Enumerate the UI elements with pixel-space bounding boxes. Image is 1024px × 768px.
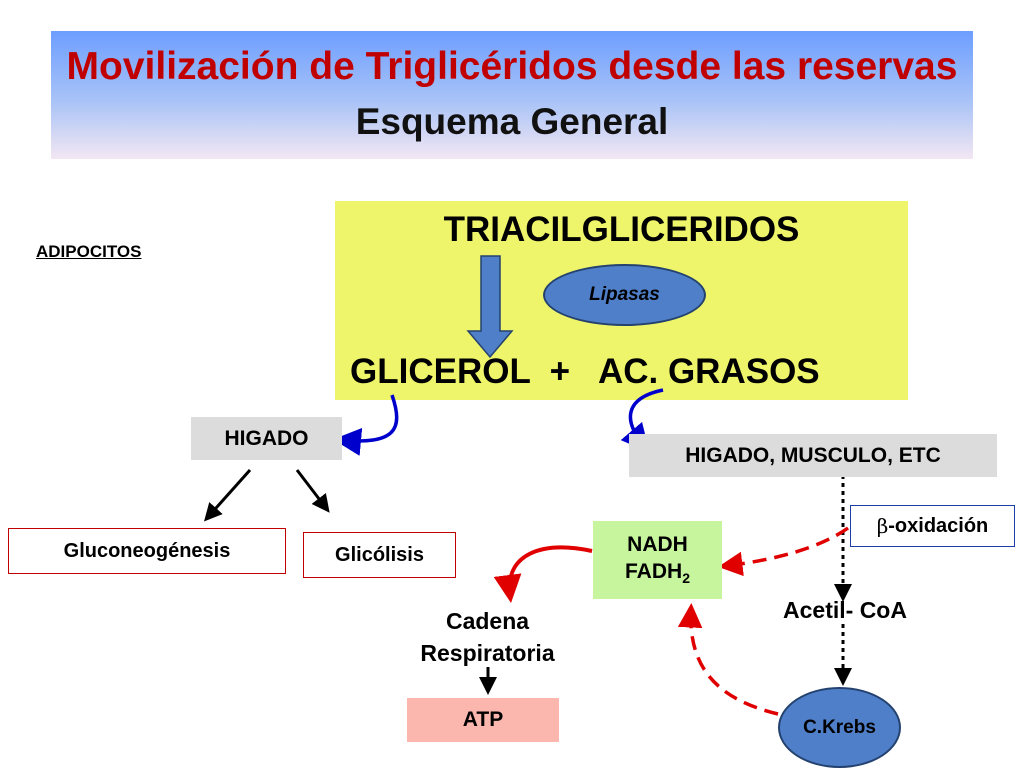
- betaox-to-nadh-arrow: [718, 526, 850, 577]
- higado-to-gluconeo-arrow: [204, 469, 252, 522]
- cadena-text: Cadena: [445, 608, 530, 634]
- higado-box: HIGADO: [191, 417, 342, 460]
- higado-musculo-box: HIGADO, MUSCULO, ETC: [629, 434, 997, 477]
- acetil-coa-label: Acetil- CoA: [783, 597, 907, 623]
- lipolysis-block-arrow: [466, 255, 514, 359]
- glicolisis-box: Glicólisis: [303, 532, 456, 578]
- cadena-respiratoria-label: Cadena Respiratoria: [405, 605, 570, 669]
- krebs-to-nadh-arrow: [677, 603, 779, 716]
- triacilgliceridos-label: TRIACILGLICERIDOS: [443, 210, 800, 249]
- page-subtitle: Esquema General: [355, 101, 669, 142]
- adipocitos-label: ADIPOCITOS: [36, 242, 142, 261]
- nadh-fadh2-box: NADH FADH2: [593, 521, 722, 599]
- beta-symbol: β: [876, 514, 889, 538]
- glicerol-acidos-label: GLICEROL + AC. GRASOS: [350, 352, 820, 391]
- title-banner: Movilización de Triglicéridos desde las …: [51, 31, 973, 159]
- fadh2-label: FADH2: [625, 560, 690, 587]
- nadh-to-cadena-arrow: [493, 545, 593, 603]
- beta-oxidacion-label: -oxidación: [888, 514, 989, 537]
- gluconeogenesis-box: Gluconeogénesis: [8, 528, 286, 574]
- nadh-label: NADH: [627, 533, 688, 556]
- page-title: Movilización de Triglicéridos desde las …: [66, 45, 958, 88]
- atp-box: ATP: [407, 698, 559, 742]
- glycerol-to-liver-arrow: [333, 394, 399, 456]
- lipasas-ellipse: Lipasas: [543, 264, 706, 326]
- beta-oxidacion-box: β-oxidación: [850, 505, 1015, 547]
- respiratoria-text: Respiratoria: [420, 640, 555, 666]
- krebs-ellipse: C.Krebs: [778, 687, 901, 768]
- higado-to-glicolisis-arrow: [295, 469, 330, 513]
